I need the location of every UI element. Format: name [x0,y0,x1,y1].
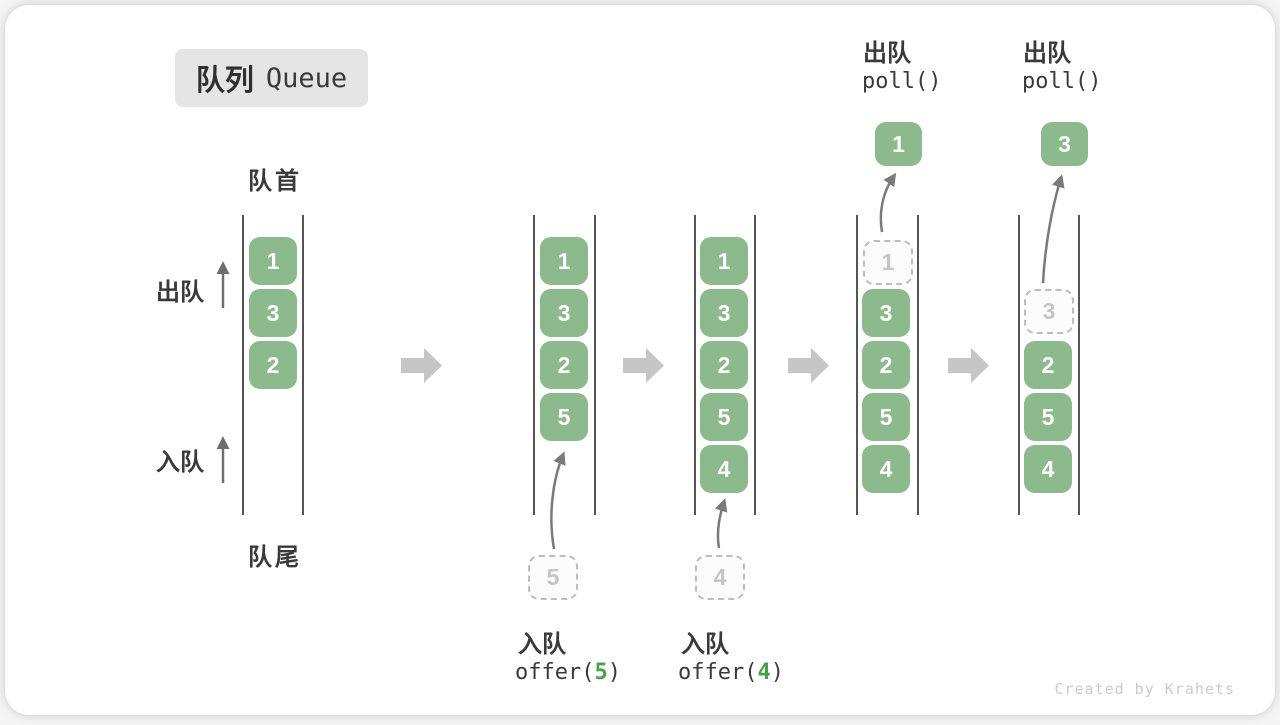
offer4-code-label: offer(4) [678,660,784,685]
queue-element: 4 [1024,445,1072,493]
queue-element: 5 [540,393,588,441]
queue-element: 2 [1024,341,1072,389]
queue-element: 2 [700,341,748,389]
queue-element: 5 [1024,393,1072,441]
step-arrow-icon-1 [401,348,442,383]
channel-line [754,215,756,515]
channel-line [242,215,244,515]
offer5-code-label: offer(5) [515,660,621,685]
title-en: Queue [265,62,348,94]
queue-element: 3 [700,289,748,337]
poll3-flow-arrow-icon [1041,174,1065,284]
code-text: offer( [678,660,758,685]
code-text: offer( [515,660,595,685]
queue-element: 4 [700,445,748,493]
poll-code-label: poll() [1022,69,1102,94]
removed-element-ghost: 1 [863,240,913,285]
code-text: ) [607,660,621,685]
step-arrow-icon-2 [623,348,664,383]
channel-line [302,215,304,515]
code-arg: 5 [594,660,608,685]
poll1-flow-arrow-icon [879,172,897,233]
queue-element: 2 [540,341,588,389]
poll-code-label: poll() [862,69,942,94]
queue-element: 3 [249,289,297,337]
dequeue-caption: 出队 [1023,40,1071,67]
queue-element: 3 [862,289,910,337]
dequeue-caption: 出队 [863,40,911,67]
queue-element: 5 [862,393,910,441]
queue-front-label: 队首 [248,168,302,195]
queue-element: 2 [862,341,910,389]
queue-element: 1 [540,237,588,285]
channel-line [694,215,696,515]
channel-line [856,215,858,515]
channel-line [533,215,535,515]
enqueue5-flow-arrow-icon [550,451,566,550]
channel-line [1078,215,1080,515]
dequeue-side-label: 出队 [156,279,204,306]
code-text: ) [770,660,784,685]
channel-line [594,215,596,515]
queue-element: 2 [249,341,297,389]
title-badge: 队列 Queue [175,49,368,107]
queue-rear-label: 队尾 [248,544,302,571]
step-arrow-icon-4 [948,348,989,383]
queue-element: 1 [249,237,297,285]
enqueue-caption: 入队 [681,631,729,658]
step-arrow-icon-3 [788,348,829,383]
code-arg: 4 [757,660,771,685]
enqueue-caption: 入队 [518,631,566,658]
enqueue4-flow-arrow-icon [714,498,728,549]
arrows-layer [216,172,1065,550]
queue-element: 3 [540,289,588,337]
enqueue-side-label: 入队 [156,449,204,476]
removed-element-ghost: 3 [1024,289,1074,334]
channel-line [1018,215,1020,515]
queue-element: 4 [862,445,910,493]
channel-line [917,215,919,515]
watermark: Created by Krahets [1054,680,1235,698]
title-zh: 队列 [195,65,254,97]
queue-element: 1 [700,237,748,285]
popped-element: 3 [1041,122,1088,166]
diagram-canvas: 队列 Queue 队首 队尾 出队 入队 [5,5,1275,715]
queue-element: 5 [700,393,748,441]
incoming-element-ghost: 5 [528,555,578,600]
incoming-element-ghost: 4 [695,555,745,600]
popped-element: 1 [875,122,922,166]
